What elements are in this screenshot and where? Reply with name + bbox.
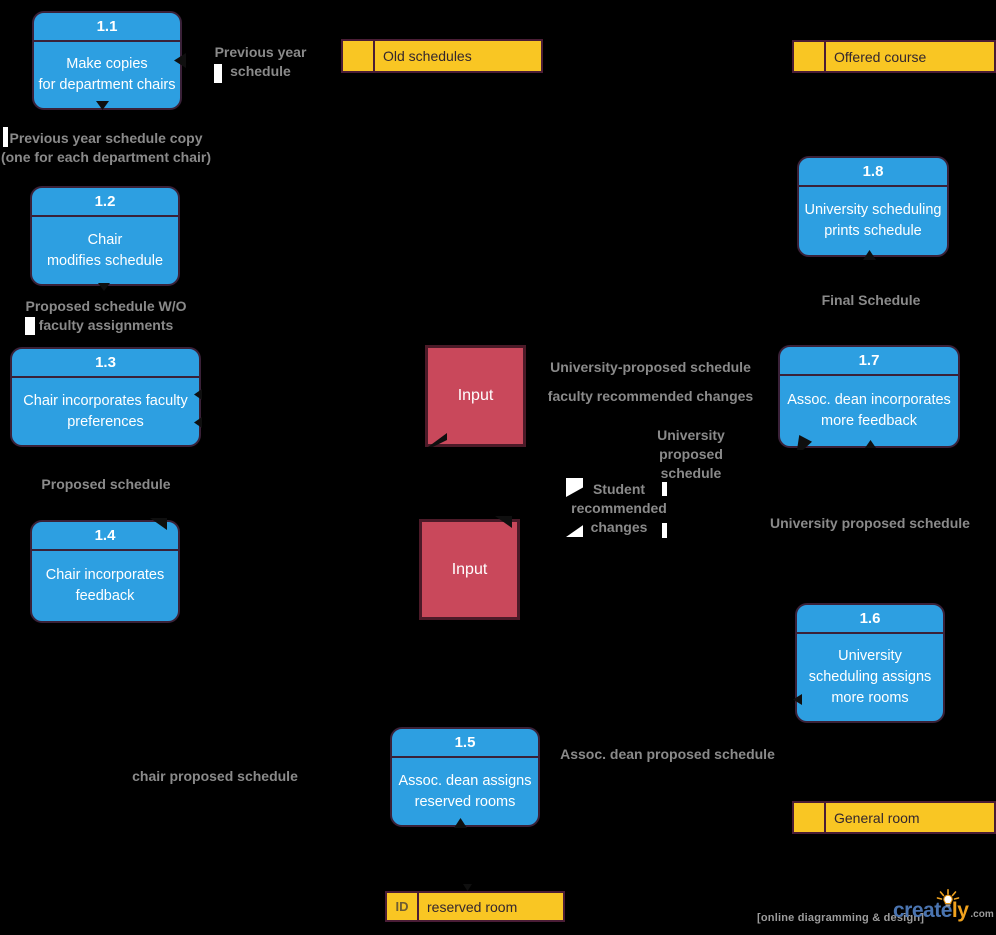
arrow-fragment [214, 64, 222, 83]
flow-label-student-recommended-changes: Student recommended changes [571, 481, 667, 535]
flow-label-university-proposed-schedule-top: University-proposed schedule [550, 359, 751, 375]
flow-label-assoc-dean-proposed-schedule: Assoc. dean proposed schedule [560, 746, 775, 762]
process-label: Chair modifies schedule [46, 231, 164, 269]
arrowhead-icon [96, 101, 109, 110]
flow-label-university-proposed-schedule-right: University proposed schedule [770, 515, 970, 531]
arrowhead-icon [865, 440, 876, 448]
input-label: Input [451, 560, 488, 578]
process-1-1[interactable]: 1.1 Make copies for department chairs [32, 11, 182, 110]
arrow-fragment [662, 482, 667, 496]
datastore-id-cell: ID [387, 893, 419, 920]
process-label: Chair incorporates feedback [45, 567, 165, 604]
flow-label-previous-year-schedule-copy: Previous year schedule copy (one for eac… [0, 130, 212, 165]
process-id: 1.5 [392, 729, 538, 758]
datastore-label: General room [834, 809, 920, 826]
arrowhead-icon [454, 818, 467, 828]
flow-label-proposed-schedule-wo: Proposed schedule W/O faculty assignment… [25, 298, 187, 333]
arrow-fragment [3, 127, 8, 147]
input-node-lower[interactable]: Input [419, 519, 520, 620]
brand-text-com: .com [970, 909, 994, 920]
process-label: Assoc. dean assigns reserved rooms [398, 772, 532, 810]
process-1-7[interactable]: 1.7 Assoc. dean incorporates more feedba… [778, 345, 960, 448]
input-label: Input [457, 387, 494, 404]
datastore-old-schedules[interactable]: Old schedules [341, 39, 543, 73]
datastore-id-cell [343, 41, 375, 71]
process-1-8[interactable]: 1.8 University scheduling prints schedul… [797, 156, 949, 257]
process-1-4[interactable]: 1.4 Chair incorporates feedback [30, 520, 180, 623]
lightbulb-icon [936, 889, 960, 907]
brand-text-ly: ly [951, 899, 969, 922]
process-id: 1.6 [797, 605, 943, 634]
flow-label-proposed-schedule: Proposed schedule [41, 476, 171, 492]
datastore-offered-course[interactable]: Offered course [792, 40, 996, 73]
flow-label-previous-year-schedule: Previous year schedule [214, 44, 307, 79]
process-label: Make copies for department chairs [38, 56, 176, 93]
datastore-label: reserved room [427, 898, 518, 915]
process-label: University scheduling assigns more rooms [808, 648, 932, 706]
arrowhead-icon [194, 389, 202, 400]
flow-label-chair-proposed-schedule: chair proposed schedule [132, 768, 298, 784]
watermark-tagline: [online diagramming & design] [757, 912, 925, 924]
brand-text-create: create [893, 899, 952, 922]
arrow-fragment [25, 317, 35, 335]
arrowhead-icon [793, 694, 802, 705]
process-id: 1.8 [799, 158, 947, 187]
process-id: 1.7 [780, 347, 958, 376]
process-id: 1.2 [32, 188, 178, 217]
process-label: Chair incorporates faculty preferences [23, 392, 188, 430]
arrowhead-icon [98, 283, 110, 291]
process-label: University scheduling prints schedule [804, 202, 942, 239]
flow-label-university-proposed-schedule-stack: University proposed schedule [657, 427, 725, 481]
process-id: 1.4 [32, 522, 178, 551]
datastore-label: Old schedules [383, 48, 472, 64]
datastore-reserved-room[interactable]: ID reserved room [385, 891, 565, 922]
arrowhead-icon [463, 884, 472, 891]
process-1-2[interactable]: 1.2 Chair modifies schedule [30, 186, 180, 286]
datastore-general-room[interactable]: General room [792, 801, 996, 834]
datastore-label: Offered course [834, 48, 927, 65]
arrowhead-icon [863, 250, 876, 260]
datastore-id-cell [794, 803, 826, 832]
datastore-id-cell [794, 42, 826, 71]
flow-label-final-schedule: Final Schedule [821, 292, 921, 308]
input-node-upper[interactable]: Input [425, 345, 526, 447]
arrowhead-icon [194, 417, 202, 428]
process-1-5[interactable]: 1.5 Assoc. dean assigns reserved rooms [390, 727, 540, 827]
flow-label-faculty-recommended-changes: faculty recommended changes [547, 388, 754, 404]
process-1-3[interactable]: 1.3 Chair incorporates faculty preferenc… [10, 347, 201, 447]
arrow-fragment [662, 523, 667, 538]
process-id: 1.3 [12, 349, 199, 378]
process-label: Assoc. dean incorporates more feedback [787, 392, 951, 429]
process-1-6[interactable]: 1.6 University scheduling assigns more r… [795, 603, 945, 723]
process-id: 1.1 [34, 13, 180, 42]
